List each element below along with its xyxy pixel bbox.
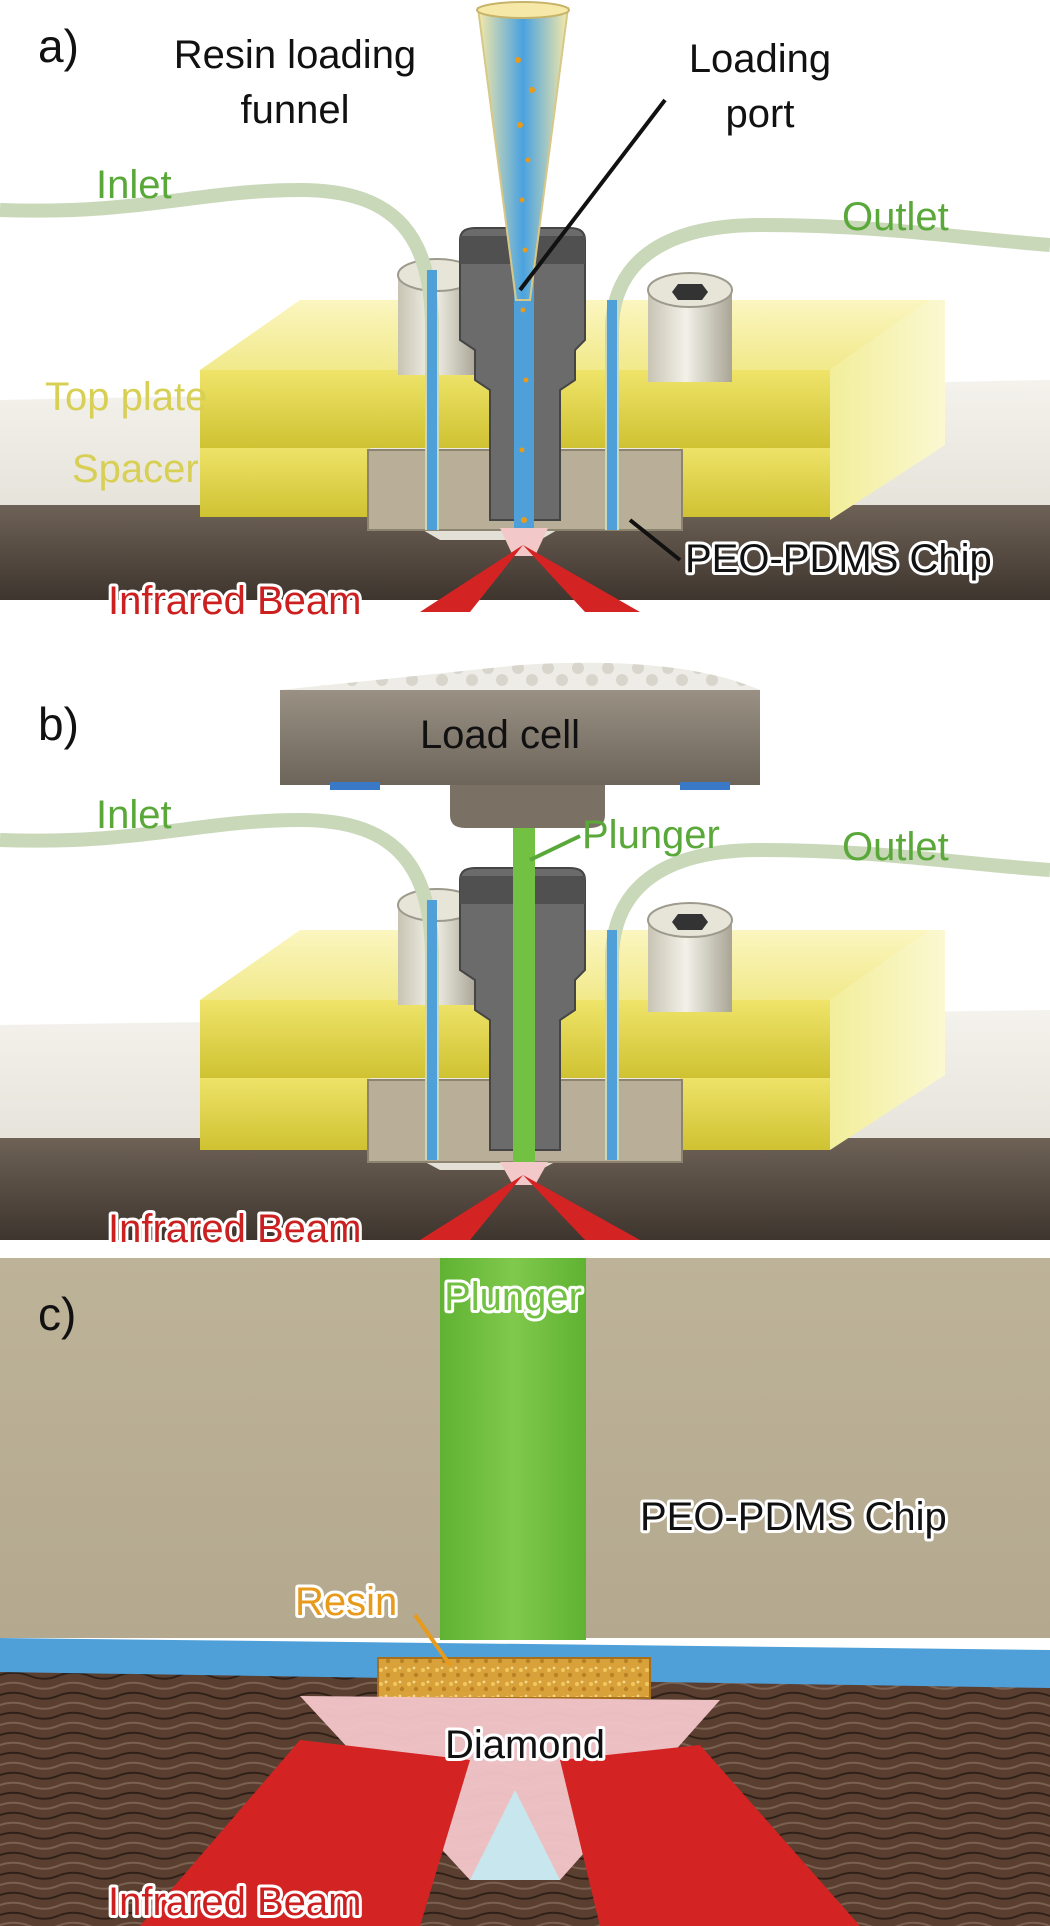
spacer-plate-right [680,445,830,517]
plunger-label-c: Plunger [444,1275,582,1319]
stage-base-b [0,1138,1050,1240]
diamond-a [500,528,548,556]
beam-label-a: Infrared Beam [108,579,361,623]
plunger-b [513,820,535,1165]
beam-label-b: Infrared Beam [108,1207,361,1251]
load-cell-pad-right [680,782,730,790]
plunger-leader-b [529,834,581,862]
infrared-beam-a [420,545,523,612]
load-cell-pad-left [330,782,380,790]
chip-leader-a [628,518,682,562]
load-cell-label: Load cell [420,713,580,757]
plunger-label-b: Plunger [582,813,720,857]
port-label-line2: port [726,92,795,136]
panel-a: a) Resin loading funnel Loading port Inl… [0,1,1050,626]
resin-label-c: Resin [295,1580,397,1624]
plunger-cross-section [440,1258,586,1640]
funnel-rim [476,1,570,19]
inlet-tube-b [0,812,439,1160]
inlet-tube-a [0,182,439,530]
resin-bed [377,1657,651,1699]
spacer-plate-left [200,445,370,517]
panel-b: b) Load cell Plunger Inlet Outlet Infrar… [0,662,1050,1254]
beam-label-c: Infrared Beam [108,1880,361,1924]
spacer-plate-left-b [200,1075,370,1150]
infrared-beam-b [420,1175,523,1240]
load-cell-stem [450,785,605,828]
diamond-label-c: Diamond [445,1723,605,1767]
panel-c: c) Plunger PEO-PDMS Chip Resin Diamond I… [0,1258,1050,1926]
resin-particles-a [515,57,535,523]
top-plate-side-a [830,300,945,520]
load-cell-top [280,662,760,692]
panel-b-letter: b) [38,698,79,750]
diamond-b [500,1162,548,1185]
outlet-tube-a [605,217,1050,530]
hex-socket-a [672,284,708,300]
infrared-beam-b-right [523,1175,640,1240]
infrared-beam-a-right [523,545,640,612]
top-plate-label: Top plate [45,375,207,419]
panel-c-letter: c) [38,1288,76,1340]
resin-leader [413,1613,452,1667]
outlet-label-b: Outlet [842,825,949,869]
outlet-tube-b [605,842,1050,1160]
panel-a-letter: a) [38,20,79,72]
spacer-label: Spacer [72,447,199,491]
outlet-label-a: Outlet [842,195,949,239]
spacer-plate-right-b [680,1075,830,1150]
port-label-line1: Loading [689,37,831,81]
infrared-beam-c [140,1740,470,1926]
diamond-c [300,1696,720,1880]
hex-socket-b [672,914,708,930]
top-plate-side-b [830,930,945,1150]
diamond-facet-c [470,1790,560,1880]
inlet-label-a: Inlet [96,163,172,207]
inlet-label-b: Inlet [96,793,172,837]
load-cell-body [280,690,760,785]
chip-label-a: PEO-PDMS Chip [685,537,992,581]
infrared-beam-c-right [560,1745,860,1926]
chip-label-c: PEO-PDMS Chip [640,1495,947,1539]
funnel-label-line1: Resin loading [174,33,416,77]
loading-port-leader [518,98,667,292]
funnel-label-line2: funnel [241,88,350,132]
